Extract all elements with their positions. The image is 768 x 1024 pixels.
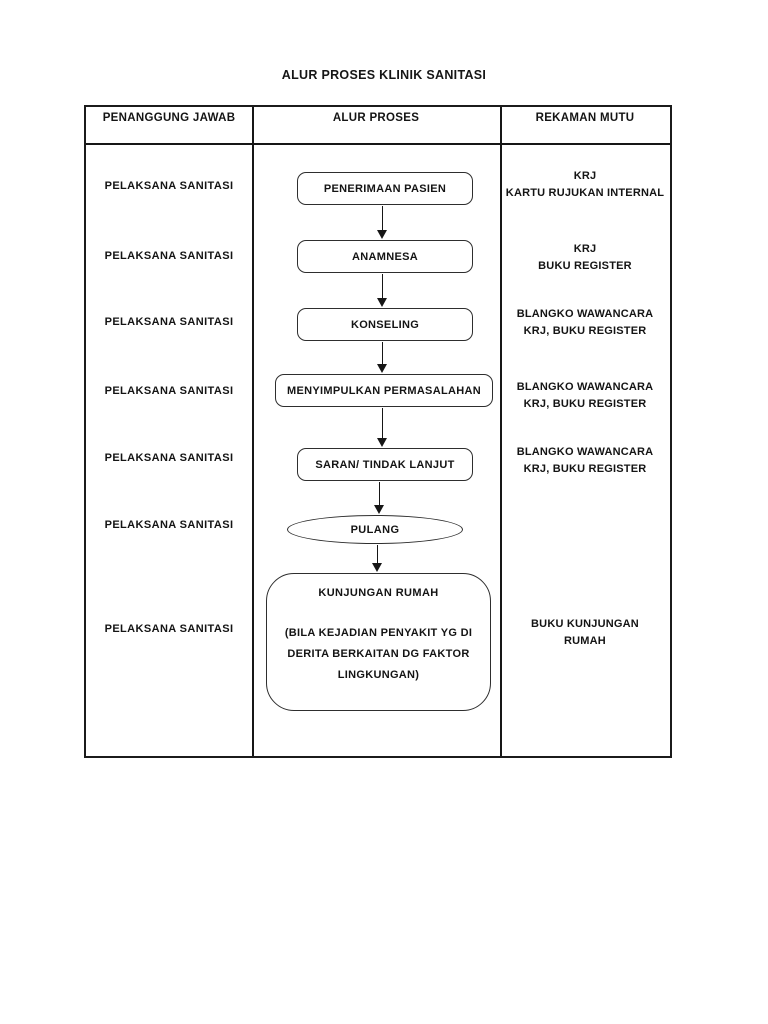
flow-step-kunjungan-rumah: KUNJUNGAN RUMAH (BILA KEJADIAN PENYAKIT …: [266, 573, 491, 711]
flow-step-saran-tindak-lanjut: SARAN/ TINDAK LANJUT: [297, 448, 473, 481]
responsible-row-1: PELAKSANA SANITASI: [104, 180, 234, 192]
flow-step-penerimaan-pasien: PENERIMAAN PASIEN: [297, 172, 473, 205]
page-title: ALUR PROSES KLINIK SANITASI: [281, 68, 487, 82]
arrow-down-icon: [377, 408, 388, 447]
arrow-down-icon: [377, 342, 388, 373]
arrow-down-icon: [372, 545, 383, 572]
flow-step-pulang: PULANG: [287, 515, 463, 544]
record-row-1: KRJ KARTU RUJUKAN INTERNAL: [505, 170, 665, 199]
record-row-3: BLANGKO WAWANCARA KRJ, BUKU REGISTER: [516, 308, 654, 337]
responsible-row-2: PELAKSANA SANITASI: [104, 250, 234, 262]
flow-step-menyimpulkan-permasalahan: MENYIMPULKAN PERMASALAHAN: [275, 374, 493, 407]
column-divider-2: [500, 107, 502, 756]
header-penanggung-jawab: PENANGGUNG JAWAB: [102, 112, 236, 124]
header-divider: [86, 143, 670, 145]
responsible-row-3: PELAKSANA SANITASI: [104, 316, 234, 328]
record-row-2: KRJ BUKU REGISTER: [538, 243, 632, 272]
record-row-5: BLANGKO WAWANCARA KRJ, BUKU REGISTER: [516, 446, 654, 475]
record-row-7: BUKU KUNJUNGAN RUMAH: [531, 618, 639, 647]
flow-step-konseling: KONSELING: [297, 308, 473, 341]
arrow-down-icon: [377, 274, 388, 307]
header-rekaman-mutu: REKAMAN MUTU: [535, 112, 635, 124]
responsible-row-4: PELAKSANA SANITASI: [104, 385, 234, 397]
column-divider-1: [252, 107, 254, 756]
responsible-row-6: PELAKSANA SANITASI: [104, 519, 234, 531]
kunjungan-rumah-note: (BILA KEJADIAN PENYAKIT YG DI DERITA BER…: [284, 627, 473, 681]
responsible-row-5: PELAKSANA SANITASI: [104, 452, 234, 464]
process-table: PENANGGUNG JAWAB ALUR PROSES REKAMAN MUT…: [84, 105, 672, 758]
record-row-4: BLANGKO WAWANCARA KRJ, BUKU REGISTER: [516, 381, 654, 410]
header-alur-proses: ALUR PROSES: [332, 112, 420, 124]
flow-step-anamnesa: ANAMNESA: [297, 240, 473, 273]
arrow-down-icon: [377, 206, 388, 239]
responsible-row-7: PELAKSANA SANITASI: [104, 623, 234, 635]
arrow-down-icon: [374, 482, 385, 514]
kunjungan-rumah-title: KUNJUNGAN RUMAH: [318, 587, 439, 599]
